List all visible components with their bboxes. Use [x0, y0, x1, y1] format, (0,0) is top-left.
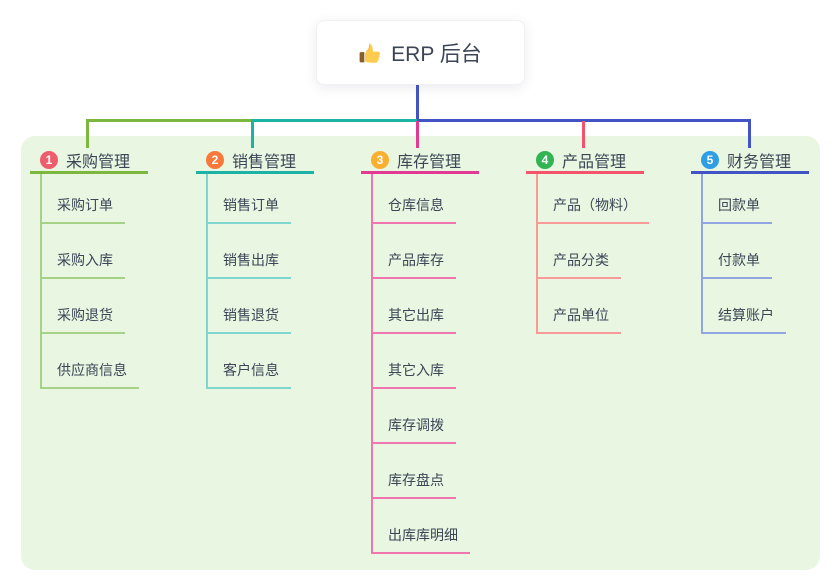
branch-node[interactable]: 3 库存管理	[361, 148, 479, 174]
child-node[interactable]: 出库库明细	[373, 499, 521, 554]
connector-line	[86, 119, 89, 148]
child-label: 仓库信息	[373, 195, 456, 224]
connector-line	[582, 121, 585, 148]
child-label: 采购订单	[42, 195, 125, 224]
branch: 5 财务管理 回款单付款单结算账户	[691, 148, 839, 334]
child-label: 采购入库	[42, 250, 125, 279]
child-node[interactable]: 库存调拨	[373, 389, 521, 444]
child-label: 付款单	[703, 250, 772, 279]
child-label: 产品库存	[373, 250, 456, 279]
child-label: 库存调拨	[373, 415, 456, 444]
branch-number-badge: 2	[206, 150, 224, 169]
child-node[interactable]: 产品库存	[373, 224, 521, 279]
branch-number-badge: 4	[536, 150, 554, 169]
branch-label: 库存管理	[397, 153, 462, 171]
child-label: 其它出库	[373, 305, 456, 334]
child-node[interactable]: 其它出库	[373, 279, 521, 334]
child-node[interactable]: 销售出库	[208, 224, 356, 279]
child-node[interactable]: 采购入库	[42, 224, 190, 279]
child-label: 回款单	[703, 195, 772, 224]
branch-children: 回款单付款单结算账户	[701, 174, 839, 334]
branch-node[interactable]: 4 产品管理	[526, 148, 644, 174]
branch: 1 采购管理 采购订单采购入库采购退货供应商信息	[30, 148, 190, 389]
child-node[interactable]: 供应商信息	[42, 334, 190, 389]
child-node[interactable]: 产品（物料）	[538, 174, 686, 224]
branch-label: 财务管理	[727, 153, 792, 171]
child-node[interactable]: 产品分类	[538, 224, 686, 279]
thumbs-up-icon	[359, 42, 381, 64]
branch: 3 库存管理 仓库信息产品库存其它出库其它入库库存调拨库存盘点出库库明细	[361, 148, 521, 554]
branch-children: 销售订单销售出库销售退货客户信息	[206, 174, 356, 389]
child-node[interactable]: 采购退货	[42, 279, 190, 334]
branch-number-badge: 1	[40, 150, 58, 169]
child-node[interactable]: 客户信息	[208, 334, 356, 389]
branch: 2 销售管理 销售订单销售出库销售退货客户信息	[196, 148, 356, 389]
connector-line	[416, 84, 419, 120]
child-label: 客户信息	[208, 360, 291, 389]
branch-number-badge: 5	[701, 150, 719, 169]
branch-children: 仓库信息产品库存其它出库其它入库库存调拨库存盘点出库库明细	[371, 174, 521, 554]
child-node[interactable]: 产品单位	[538, 279, 686, 334]
child-label: 销售订单	[208, 195, 291, 224]
child-label: 产品（物料）	[538, 195, 649, 224]
child-label: 其它入库	[373, 360, 456, 389]
connector-line	[748, 119, 751, 148]
child-label: 供应商信息	[42, 360, 139, 389]
child-node[interactable]: 仓库信息	[373, 174, 521, 224]
child-node[interactable]: 结算账户	[703, 279, 839, 334]
child-label: 销售退货	[208, 305, 291, 334]
branch-node[interactable]: 2 销售管理	[196, 148, 314, 174]
connector-line	[252, 119, 418, 122]
child-node[interactable]: 回款单	[703, 174, 839, 224]
child-node[interactable]: 付款单	[703, 224, 839, 279]
child-node[interactable]: 其它入库	[373, 334, 521, 389]
child-label: 销售出库	[208, 250, 291, 279]
branch-children: 采购订单采购入库采购退货供应商信息	[40, 174, 190, 389]
branch-label: 销售管理	[232, 153, 297, 171]
connector-line	[251, 119, 254, 148]
connector-line	[417, 119, 751, 122]
child-label: 结算账户	[703, 305, 786, 334]
branch-node[interactable]: 5 财务管理	[691, 148, 809, 174]
child-node[interactable]: 销售退货	[208, 279, 356, 334]
child-node[interactable]: 库存盘点	[373, 444, 521, 499]
root-label: ERP 后台	[391, 42, 482, 66]
branch-number-badge: 3	[371, 150, 389, 169]
child-node[interactable]: 销售订单	[208, 174, 356, 224]
connector-line	[416, 121, 419, 148]
branch-children: 产品（物料） 产品分类产品单位	[536, 174, 686, 334]
branch: 4 产品管理 产品（物料） 产品分类产品单位	[526, 148, 686, 334]
child-label: 库存盘点	[373, 470, 456, 499]
branch-node[interactable]: 1 采购管理	[30, 148, 148, 174]
root-node[interactable]: ERP 后台	[316, 20, 525, 85]
branch-label: 产品管理	[562, 153, 627, 171]
branch-label: 采购管理	[66, 153, 131, 171]
child-label: 采购退货	[42, 305, 125, 334]
child-label: 出库库明细	[373, 525, 470, 554]
child-label: 产品单位	[538, 305, 621, 334]
connector-line	[86, 119, 255, 122]
child-label: 产品分类	[538, 250, 621, 279]
child-node[interactable]: 采购订单	[42, 174, 190, 224]
